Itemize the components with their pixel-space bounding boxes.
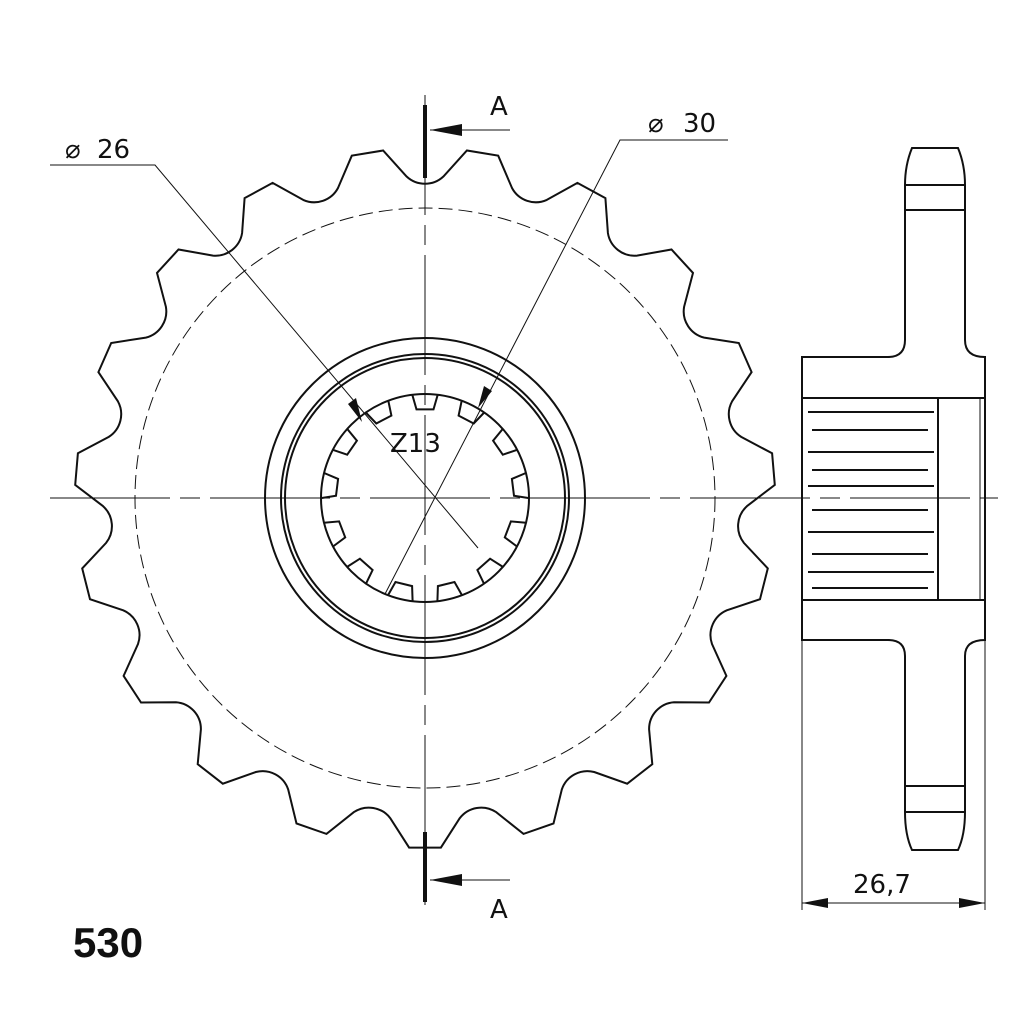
width-dimension-label: 26,7: [853, 870, 911, 900]
diameter-26-label: 26: [97, 135, 130, 165]
diameter-26-leader: [50, 164, 479, 549]
diameter-30-label: 30: [683, 109, 716, 139]
spline-label: Z13: [390, 429, 441, 459]
section-marker-top: [423, 105, 510, 178]
section-label-bottom: A: [490, 895, 508, 925]
spline-teeth: [320, 394, 530, 602]
diameter-30-leader: [384, 139, 728, 595]
diameter-symbol-26: ⌀: [65, 135, 81, 165]
diameter-symbol-30: ⌀: [648, 109, 664, 139]
section-label-top: A: [490, 92, 508, 122]
section-marker-bottom: [423, 832, 510, 902]
section-view: [801, 147, 986, 851]
chain-size-label: 530: [73, 919, 143, 966]
width-dimension: [801, 600, 986, 910]
sprocket-outline: [74, 149, 776, 849]
